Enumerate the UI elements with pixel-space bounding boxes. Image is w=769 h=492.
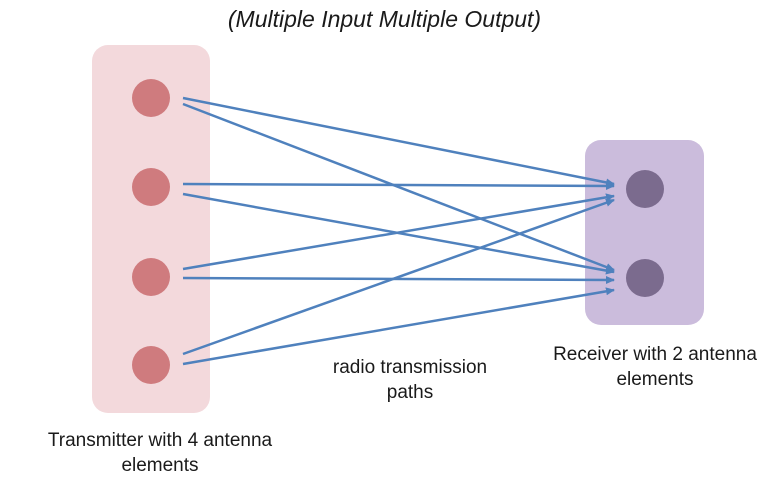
transmission-path (182, 275, 615, 284)
transmission-path (182, 96, 615, 187)
diagram-title: (Multiple Input Multiple Output) (227, 6, 542, 32)
transmitter-antenna (132, 346, 170, 384)
receiver-antenna (626, 170, 664, 208)
transmitter-label: Transmitter with 4 antenna elements (47, 430, 273, 476)
transmitter-antenna (132, 79, 170, 117)
transmission-paths-label: radio transmission paths (332, 357, 488, 403)
transmission-path (182, 287, 615, 366)
transmitter-antenna (132, 258, 170, 296)
receiver-antenna (626, 259, 664, 297)
transmission-path (182, 198, 615, 356)
transmission-path (182, 193, 615, 271)
transmitter-antenna (132, 168, 170, 206)
transmission-path (182, 102, 615, 272)
transmission-path (182, 181, 615, 190)
receiver-label: Receiver with 2 antenna elements (553, 344, 757, 390)
